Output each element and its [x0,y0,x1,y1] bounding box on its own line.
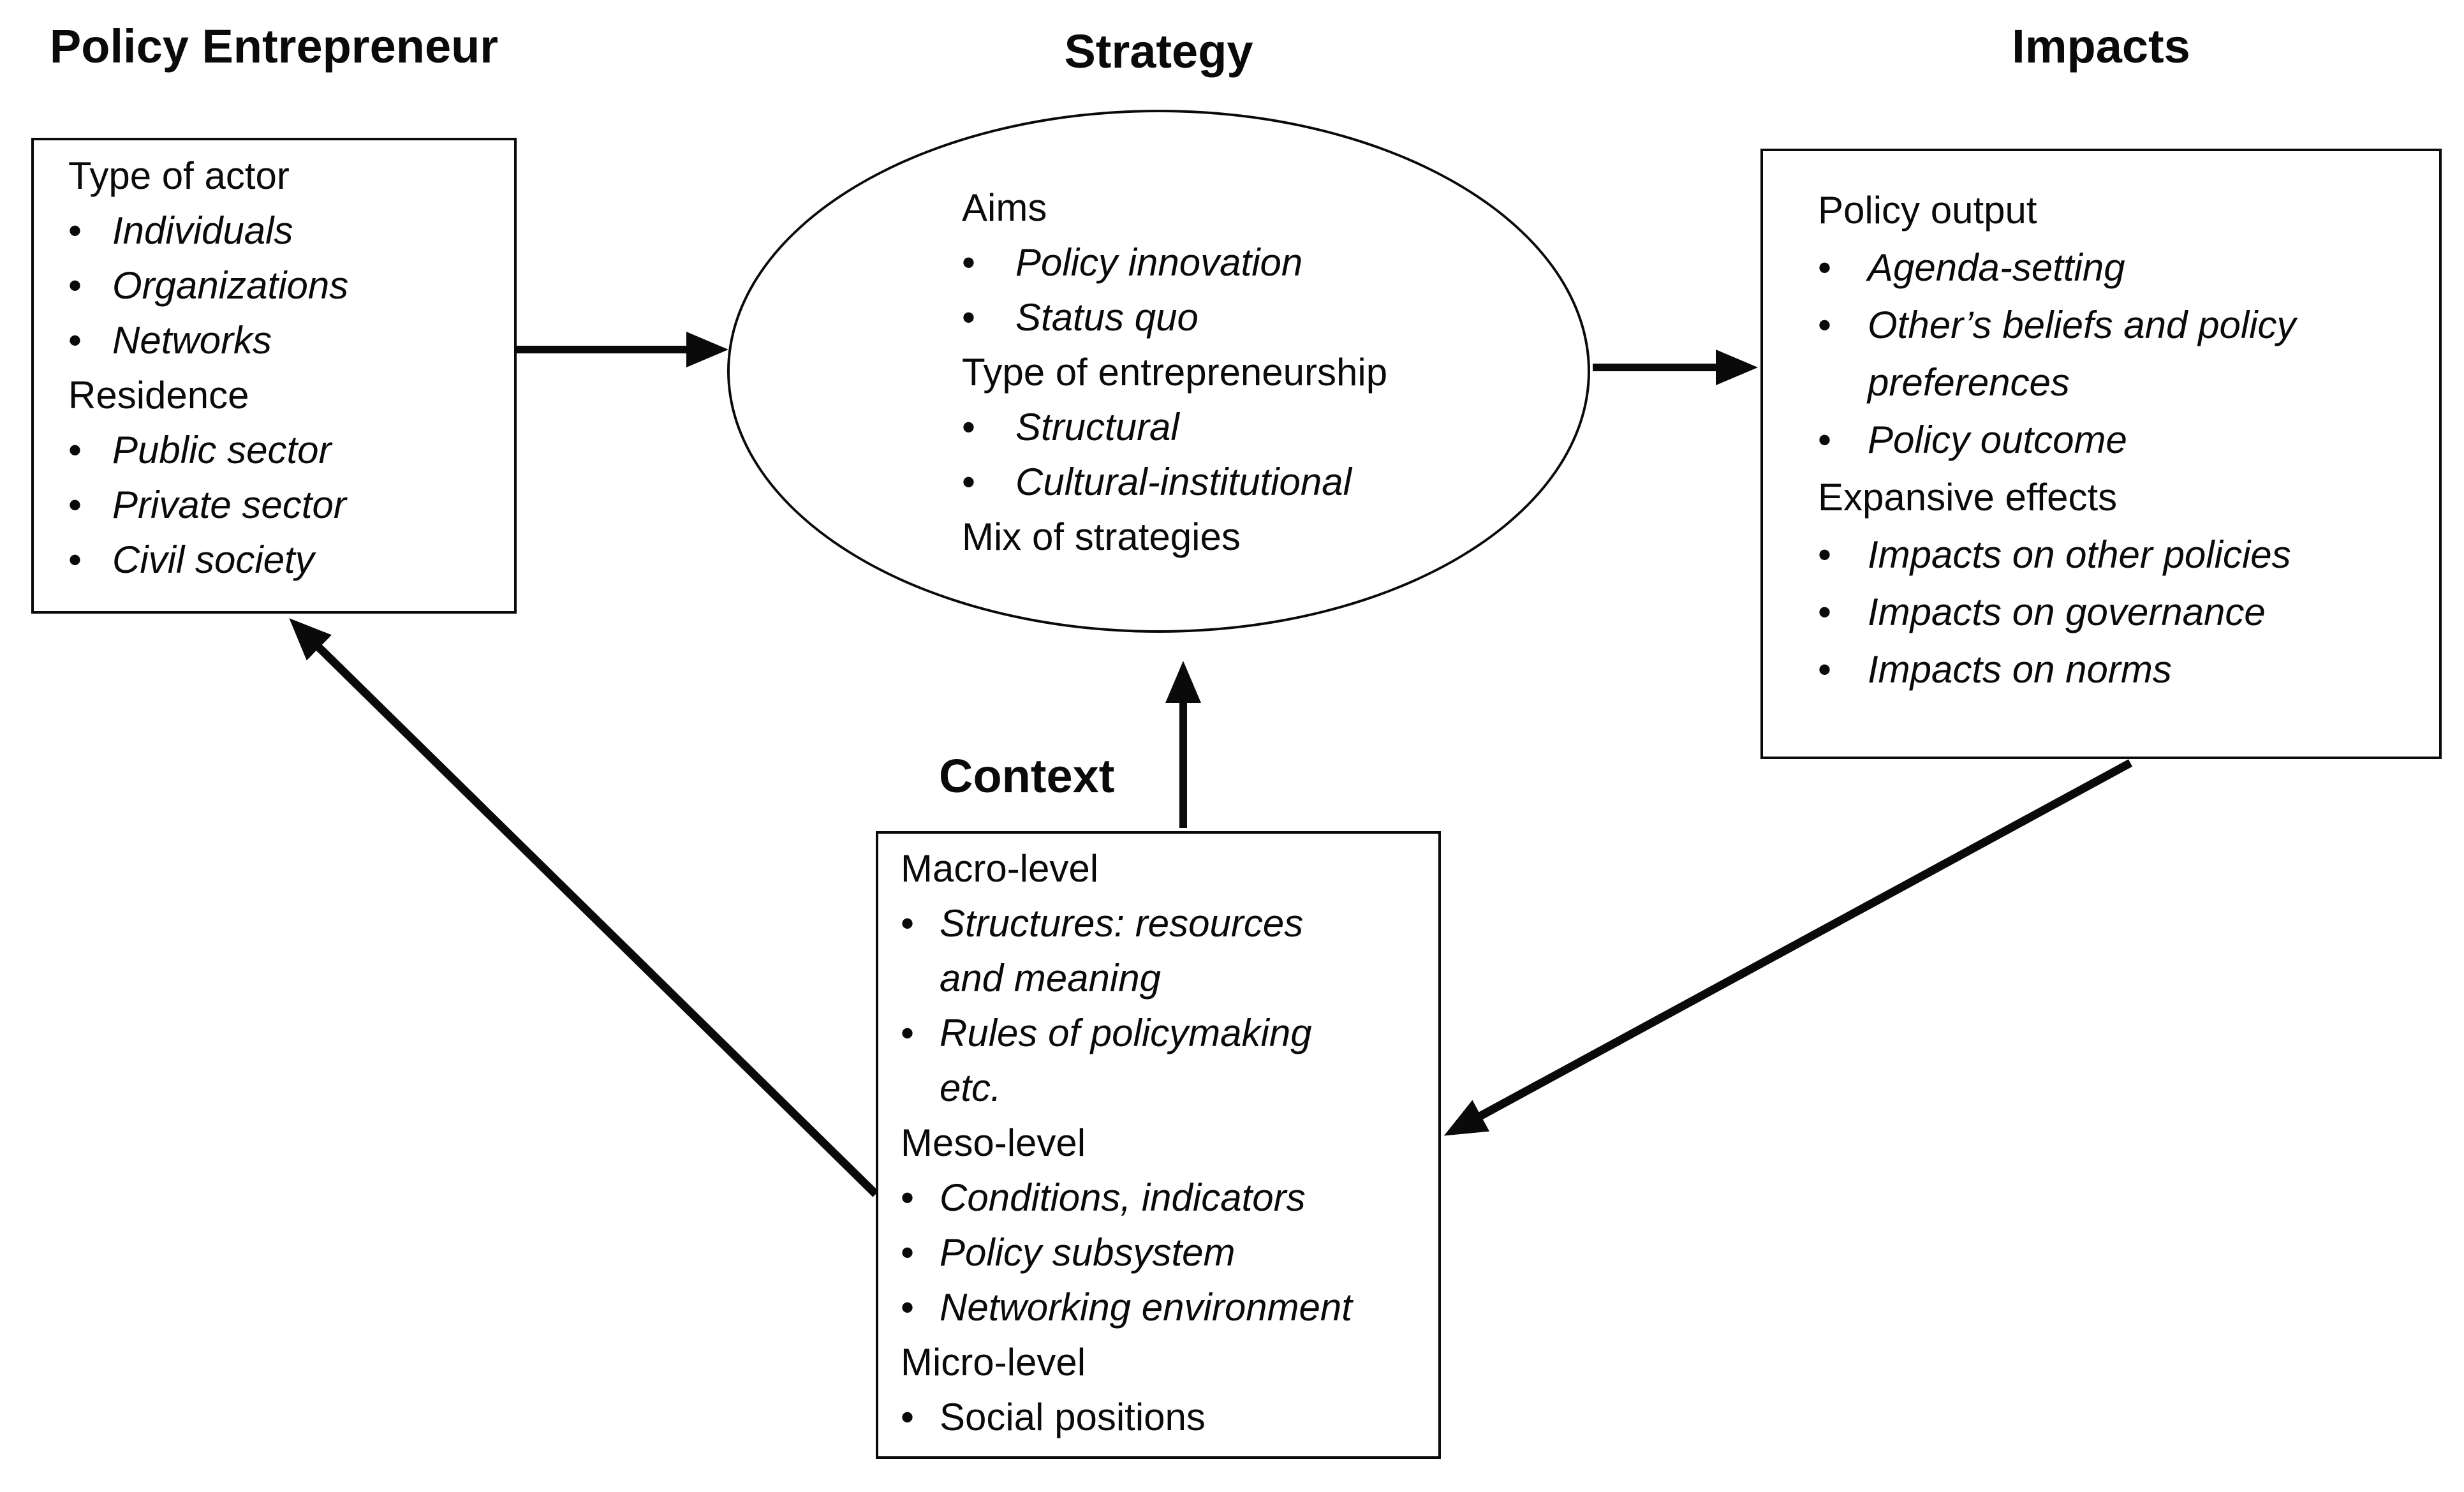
list-item-text: Cultural-institutional [1015,461,1352,503]
list-item-text: Impacts on governance [1868,591,2266,633]
bullet-icon: • [962,406,976,448]
bullet-icon: • [1818,418,1832,461]
arrow-impacts-to-context [1443,759,2133,1136]
list-item-text: Networking environment [940,1286,1352,1329]
bullet-icon: • [68,264,82,307]
bullet-icon: • [68,429,82,471]
list-item: • Agenda-setting [1818,239,2421,297]
list-header-text: Micro-level [901,1341,1086,1384]
list-header: Type of entrepreneurship [962,345,1587,400]
list-item: • Individuals [68,203,501,258]
list-item: • Policy outcome [1818,411,2421,469]
bullet-icon: • [901,1286,915,1329]
list-item-text: Networks [112,319,272,362]
list-item: • Social positions [901,1390,1423,1445]
bullet-icon: • [1818,648,1832,691]
list-item: • Structural [962,400,1587,455]
list-item-text: Individuals [112,209,293,252]
list-header: Type of actor [68,149,501,203]
bullet-icon: • [68,484,82,526]
bullet-icon: • [901,1176,915,1219]
list-header-text: Meso-level [901,1121,1086,1164]
bullet-icon: • [901,1396,915,1438]
list-item-text: Policy subsystem [940,1231,1236,1274]
list-header: Aims [962,181,1587,235]
list-item: • Policy innovation [962,235,1587,290]
list-item-text: Organizations [112,264,349,307]
bullet-icon: • [901,902,915,945]
list-item-text: Policy innovation [1015,241,1303,284]
bullet-icon: • [1818,246,1832,289]
list-header: Mix of strategies [962,510,1587,565]
list-header-text: Type of actor [68,154,290,197]
list-item: • Impacts on other policies [1818,526,2421,584]
policy-entrepreneur-title: Policy Entrepreneur [49,20,499,73]
list-header-text: Type of entrepreneurship [962,351,1388,394]
bullet-icon: • [68,538,82,581]
list-item: • Cultural-institutional [962,455,1587,510]
list-item-text: Public sector [112,429,332,471]
list-header: Micro-level [901,1335,1423,1390]
list-item-text: Social positions [940,1396,1206,1438]
list-item-text: Other’s beliefs and policy preferences [1868,304,2296,404]
list-item: • Private sector [68,478,501,533]
list-item-text: Conditions, indicators [940,1176,1306,1219]
impacts-title: Impacts [2012,20,2190,73]
bullet-icon: • [1818,591,1832,633]
impacts-box: Policy output • Agenda-setting • Other’s b… [1760,149,2442,759]
list-item: • Public sector [68,423,501,478]
list-item-text: Rules of policymaking etc. [940,1012,1312,1109]
bullet-icon: • [901,1231,915,1274]
policy-entrepreneur-box: Type of actor • Individuals • Organization… [31,138,517,614]
list-header: Meso-level [901,1116,1423,1171]
list-item: • Networks [68,313,501,368]
list-item-text: Structural [1015,406,1179,448]
list-item: • Impacts on governance [1818,584,2421,641]
list-item: • Policy subsystem [901,1225,1423,1280]
list-item-text: Civil society [112,538,314,581]
bullet-icon: • [1818,304,1832,346]
list-header: Macro-level [901,841,1423,896]
list-item-text: Structures: resources and meaning [940,902,1304,1000]
list-item: • Other’s beliefs and policy preferences [1818,297,2421,411]
bullet-icon: • [962,461,976,503]
list-item: • Organizations [68,258,501,313]
list-item-text: Private sector [112,484,346,526]
list-header-text: Policy output [1818,189,2037,232]
list-item-text: Impacts on norms [1868,648,2172,691]
list-header-text: Macro-level [901,847,1099,890]
strategy-title: Strategy [1064,25,1253,78]
strategy-ellipse: Aims • Policy innovation • Status quo Type… [727,110,1590,633]
bullet-icon: • [68,319,82,362]
list-item-text: Impacts on other policies [1868,533,2291,576]
list-item: • Civil society [68,533,501,587]
bullet-icon: • [962,241,976,284]
list-header: Expansive effects [1818,469,2421,526]
list-item: • Networking environment [901,1280,1423,1335]
bullet-icon: • [1818,533,1832,576]
arrow-context-to-policy-entrepreneur [289,618,879,1197]
list-item-text: Agenda-setting [1868,246,2125,289]
list-header: Residence [68,368,501,423]
list-item-text: Policy outcome [1868,418,2127,461]
list-item: • Impacts on norms [1818,641,2421,698]
list-header-text: Mix of strategies [962,515,1241,558]
list-item: • Status quo [962,290,1587,345]
context-title: Context [939,750,1115,802]
bullet-icon: • [901,1012,915,1054]
bullet-icon: • [68,209,82,252]
list-item: • Conditions, indicators [901,1171,1423,1225]
list-header-text: Residence [68,374,249,417]
list-item: • Structures: resources and meaning [901,896,1423,1006]
list-header: Policy output [1818,182,2421,239]
list-header-text: Expansive effects [1818,476,2118,519]
bullet-icon: • [962,296,976,339]
list-item-text: Status quo [1015,296,1199,339]
context-box: Macro-level • Structures: resources and m… [876,831,1441,1459]
list-item: • Rules of policymaking etc. [901,1006,1423,1116]
list-header-text: Aims [962,186,1047,229]
